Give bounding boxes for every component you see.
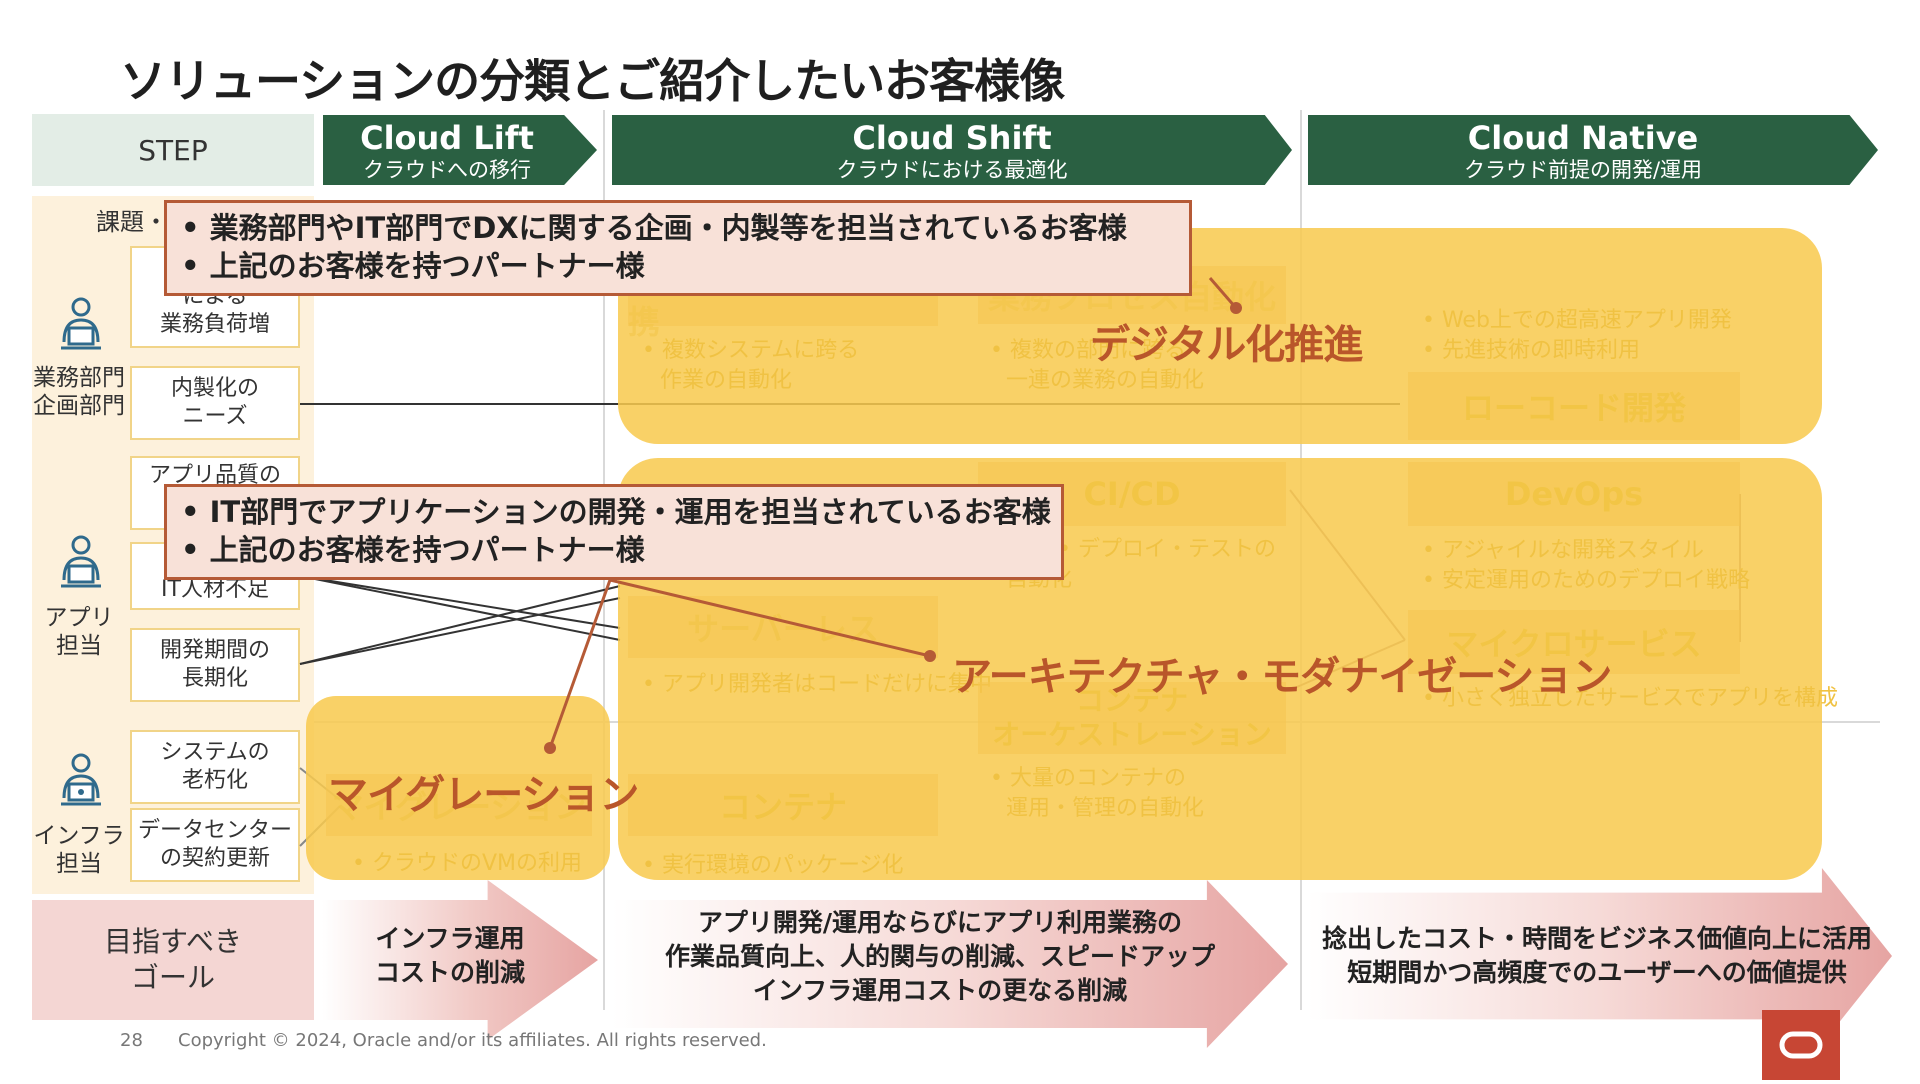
- callout-line: • IT部門でアプリケーションの開発・運用を担当されているお客様: [181, 495, 1051, 529]
- callout-line: • 上記のお客様を持つパートナー様: [181, 533, 645, 567]
- role-business: 業務部門 企画部門: [33, 365, 125, 419]
- callout-line: • 業務部門やIT部門でDXに関する企画・内製等を担当されているお客様: [181, 211, 1127, 245]
- category-digital: デジタル化推進: [1090, 322, 1363, 368]
- step-cloud-lift: Cloud Lift クラウドへの移行: [323, 115, 597, 185]
- solution-title: コンテナ: [718, 788, 847, 826]
- solution-migration: [326, 774, 592, 836]
- solution-desc: • 複数システムに跨る: [642, 338, 860, 363]
- target-customer-callout: • 業務部門やIT部門でDXに関する企画・内製等を担当されているお客様 • 上記…: [164, 200, 1192, 296]
- solution-desc: • 安定運用のためのデプロイ戦略: [1422, 568, 1750, 593]
- solution-title: サーバーレス: [687, 610, 879, 648]
- step-subtitle: クラウドへの移行: [363, 158, 531, 182]
- solution-title: CI/CD: [1083, 475, 1181, 513]
- step-cloud-native: Cloud Native クラウド前提の開発/運用: [1308, 115, 1878, 185]
- goal-text: 捻出したコスト・時間をビジネス価値向上に活用 短期間かつ高頻度でのユーザーへの価…: [1321, 924, 1872, 987]
- solution-serverless: [628, 596, 938, 658]
- category-migration: マイグレーション: [328, 772, 639, 818]
- solution-desc: • 複数の部門に跨る: [990, 338, 1186, 363]
- solution-desc: • クラウドのVMの利用: [352, 851, 583, 876]
- solution-orchestration: [978, 682, 1286, 754]
- solution-lowcode: [1408, 372, 1740, 440]
- step-cloud-shift: Cloud Shift クラウドにおける最適化: [612, 115, 1292, 185]
- developer-person-icon: [61, 535, 101, 588]
- solution-desc: • 実行環境のパッケージ化: [642, 853, 904, 878]
- challenge-box: 開発期間の 長期化: [130, 628, 300, 702]
- solution-desc: • アジャイルな開発スタイル: [1422, 538, 1704, 563]
- solution-title: マイグレーション: [331, 788, 587, 826]
- step-title: Cloud Native: [1467, 119, 1699, 157]
- solution-desc: • デプロイ・テストの: [1058, 537, 1276, 562]
- solution-desc: • 先進技術の即時利用: [1422, 338, 1640, 363]
- category-modernization: アーキテクチャ・モダナイゼーション: [952, 654, 1612, 700]
- goal-arrow: [612, 880, 1288, 1048]
- solution-desc: 作業の自動化: [660, 368, 793, 393]
- solution-desc: • 大量のコンテナの: [990, 766, 1186, 791]
- oracle-logo: [1762, 1010, 1840, 1080]
- step-title: Cloud Lift: [360, 119, 534, 157]
- step-subtitle: クラウドにおける最適化: [836, 158, 1068, 182]
- developer-person-icon: [61, 297, 101, 350]
- solution-desc: • アプリ開発者はコードだけに集中: [642, 672, 992, 697]
- solution-title: DevOps: [1504, 475, 1644, 513]
- challenge-header: 課題・: [96, 208, 168, 236]
- goal-text: アプリ開発/運用ならびにアプリ利用業務の 作業品質向上、人的関与の削減、スピード…: [664, 908, 1215, 1005]
- infra-person-icon: [61, 753, 101, 806]
- solution-title: コンテナ オーケストレーション: [992, 684, 1272, 751]
- solution-desc: 運用・管理の自動化: [1006, 796, 1205, 821]
- goal-text: インフラ運用 コストの削減: [374, 924, 525, 987]
- callout-line: • 上記のお客様を持つパートナー様: [181, 249, 645, 283]
- role-app: アプリ 担当: [44, 605, 114, 659]
- step-label: STEP: [32, 114, 314, 186]
- solution-desc: • Web上での超高速アプリ開発: [1422, 308, 1732, 333]
- step-title: Cloud Shift: [852, 119, 1052, 157]
- copyright: Copyright © 2024, Oracle and/or its affi…: [178, 1030, 767, 1051]
- challenge-box: 内製化の ニーズ: [130, 366, 300, 440]
- solution-microservices: [1408, 610, 1740, 674]
- challenge-box: システムの 老朽化: [130, 730, 300, 804]
- step-subtitle: クラウド前提の開発/運用: [1463, 158, 1703, 182]
- solution-desc: 一連の業務の自動化: [1006, 368, 1205, 393]
- solution-container: [628, 774, 938, 836]
- solution-title: マイクロサービス: [1446, 625, 1702, 663]
- goal-label: 目指すべき ゴール: [32, 900, 314, 1020]
- page-title: ソリューションの分類とご紹介したいお客様像: [120, 54, 1065, 108]
- solution-desc: • 小さく独立したサービスでアプリを構成: [1422, 686, 1838, 711]
- challenge-box: データセンター の契約更新: [130, 808, 300, 882]
- solution-devops: [1408, 462, 1740, 526]
- target-customer-callout: • IT部門でアプリケーションの開発・運用を担当されているお客様 • 上記のお客…: [164, 484, 1064, 580]
- page-number: 28: [120, 1030, 143, 1051]
- oracle-o-icon: [1779, 1031, 1823, 1059]
- solution-title: ローコード開発: [1461, 389, 1686, 427]
- role-infra: インフラ 担当: [33, 823, 125, 877]
